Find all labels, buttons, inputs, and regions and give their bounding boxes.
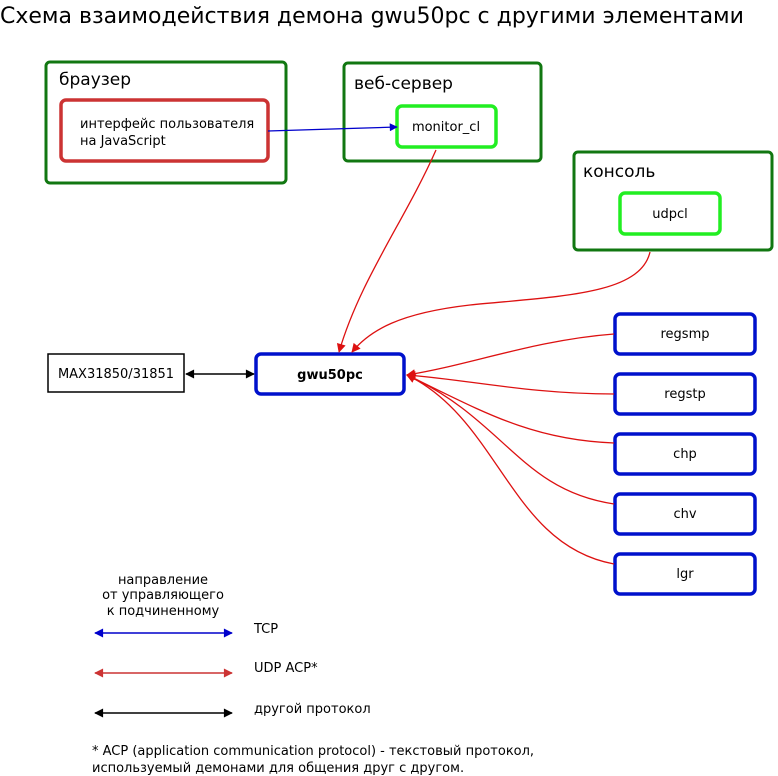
- group-console: [572, 150, 774, 252]
- edge-lgr-to-gwu50pc-udp: [406, 374, 615, 565]
- node-js-ui-line1: интерфейс пользователя: [80, 117, 254, 132]
- node-lgr: [613, 552, 757, 596]
- node-udpcl: [618, 191, 722, 236]
- edge-jsui-to-monitor-tcp: [267, 123, 398, 132]
- diagram-title: Схема взаимодействия демона gwu50pc с др…: [0, 4, 744, 29]
- node-regsmp-label: regsmp: [661, 327, 710, 342]
- node-regsmp: [613, 312, 757, 356]
- node-chv: [613, 492, 757, 536]
- edge-chv-to-gwu50pc-udp: [406, 374, 615, 505]
- node-chp-label: chp: [673, 447, 697, 462]
- node-regstp: [613, 372, 757, 416]
- node-max-label: MAX31850/31851: [58, 367, 174, 382]
- edge-monitor-to-gwu50pc-udp: [336, 149, 437, 353]
- footnote-line2: используемый демонами для общения друг с…: [92, 761, 464, 776]
- group-browser: [44, 60, 288, 185]
- node-udpcl-label: udpcl: [652, 207, 688, 222]
- node-chv-label: chv: [673, 507, 696, 522]
- legend-udp-label: UDP ACP*: [254, 661, 318, 676]
- legend-heading-line3: к подчиненному: [107, 604, 220, 619]
- legend-heading-line1: направление: [118, 573, 208, 588]
- node-gwu50pc: [254, 352, 406, 396]
- legend-tcp-label: TCP: [253, 622, 278, 637]
- group-console-label: консоль: [583, 162, 655, 182]
- footnote-line1: * ACP (application communication protoco…: [92, 744, 534, 759]
- edge-udpcl-to-gwu50pc-udp: [351, 251, 651, 353]
- node-chp: [613, 432, 757, 476]
- edge-chp-to-gwu50pc-udp: [406, 374, 615, 444]
- legend-other-label: другой протокол: [254, 702, 371, 717]
- edge-regstp-to-gwu50pc-udp: [406, 371, 615, 395]
- node-monitor-cl-label: monitor_cl: [412, 120, 480, 135]
- node-max: [47, 353, 185, 393]
- node-lgr-label: lgr: [676, 567, 694, 582]
- node-js-ui-line2: на JavaScript: [80, 134, 166, 149]
- legend-heading-line2: от управляющего: [102, 588, 224, 603]
- group-webserver-label: веб-сервер: [354, 74, 453, 94]
- edge-regsmp-to-gwu50pc-udp: [406, 333, 615, 379]
- node-regstp-label: regstp: [664, 387, 705, 402]
- group-browser-label: браузер: [59, 70, 131, 90]
- node-gwu50pc-label: gwu50pc: [297, 368, 363, 383]
- group-webserver: [342, 61, 543, 163]
